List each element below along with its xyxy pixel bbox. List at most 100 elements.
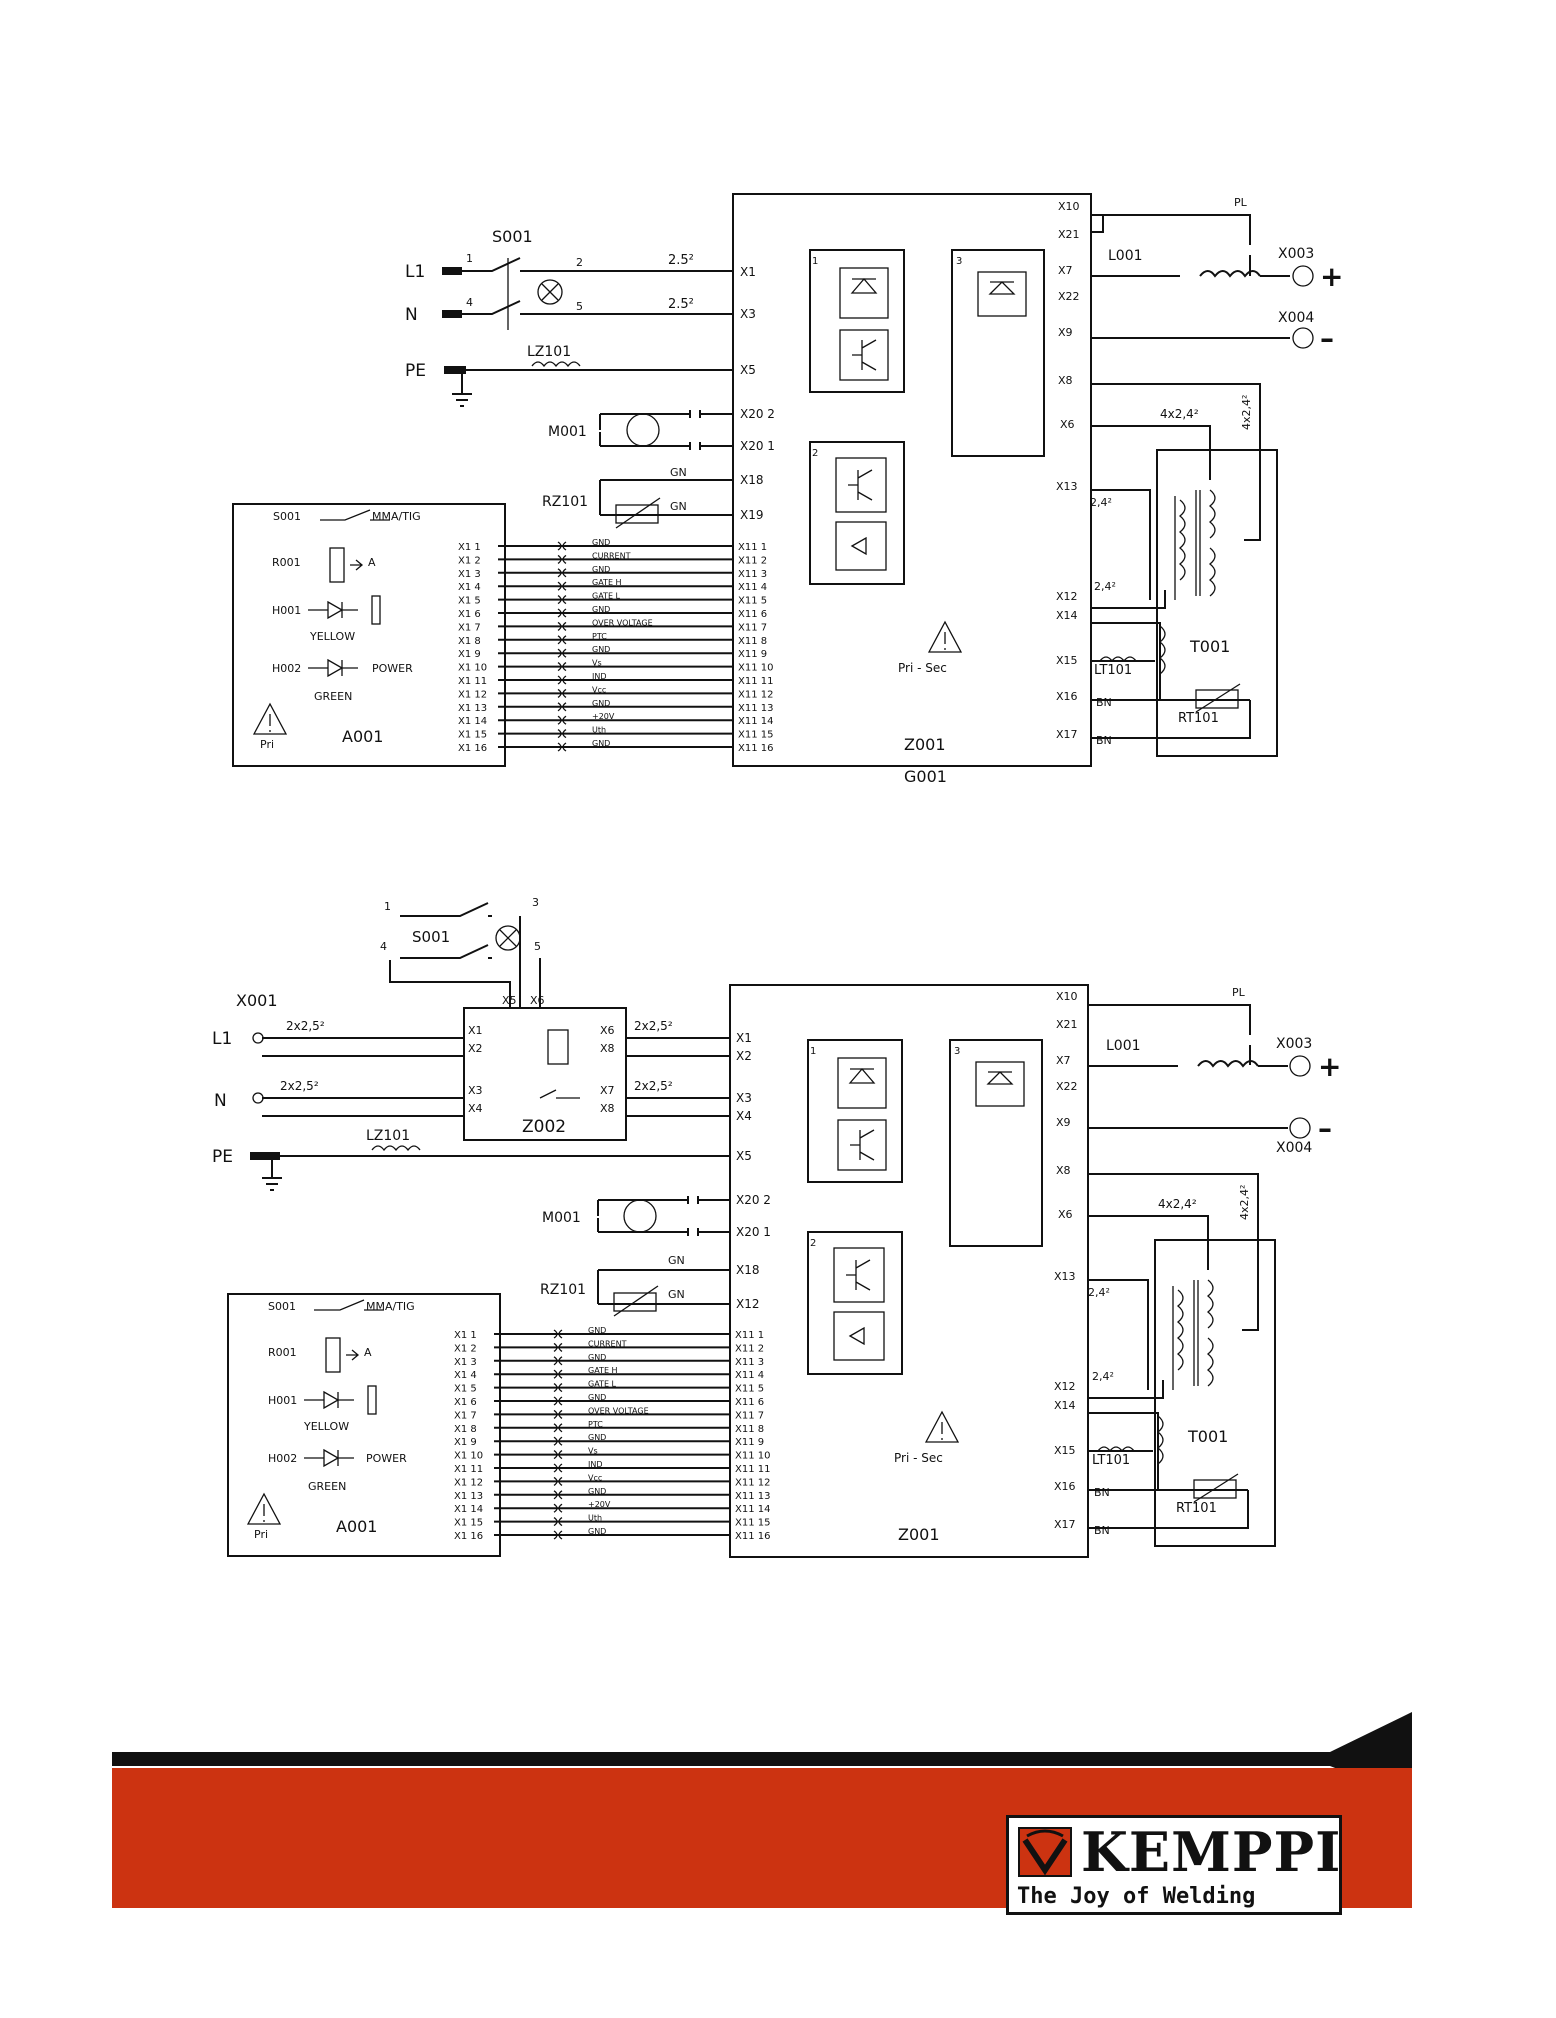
terminal-label: X17 — [1054, 1518, 1076, 1531]
switch-term: 2 — [576, 256, 583, 269]
connector-a-terminal: X1 14 — [454, 1504, 483, 1515]
cable-size-label: 4x2,4² — [1158, 1197, 1197, 1211]
switch-term: 1 — [384, 900, 391, 913]
panel-a001-label: A001 — [336, 1517, 377, 1536]
bus-connector — [557, 702, 567, 712]
terminal-label: X7 — [1058, 264, 1073, 277]
lt101-label: LT101 — [1092, 1453, 1130, 1468]
relay-board-z002 — [463, 1007, 627, 1141]
choke-l001-label: L001 — [1106, 1038, 1141, 1054]
bus-connector — [557, 568, 567, 578]
block-number: 1 — [810, 1046, 816, 1057]
transformer-box — [1156, 449, 1278, 757]
signal-name: PTC — [588, 1420, 603, 1429]
terminal-label: X3 — [736, 1091, 752, 1105]
panel-pot-label: R001 — [272, 556, 301, 569]
relay-term: X7 — [600, 1084, 615, 1097]
connector-a-terminal: X1 12 — [458, 689, 487, 700]
connector-a-terminal: X1 2 — [458, 555, 481, 566]
control-panel-box — [227, 1293, 501, 1557]
connector-a-terminal: X1 4 — [458, 582, 481, 593]
signal-name: IND — [592, 672, 607, 681]
panel-yellow-label: YELLOW — [303, 1420, 349, 1433]
signal-name: Vs — [592, 659, 602, 668]
connector-a-terminal: X1 2 — [454, 1343, 477, 1354]
block-2 — [807, 1231, 903, 1375]
connector-z-terminal: X11 8 — [735, 1424, 764, 1435]
bus-connector — [557, 688, 567, 698]
connector-a-terminal: X1 8 — [454, 1424, 477, 1435]
block-1 — [807, 1039, 903, 1183]
connector-a-terminal: X1 6 — [458, 609, 481, 620]
pl-label: PL — [1232, 986, 1246, 999]
relay-term: X2 — [468, 1042, 483, 1055]
bn-label: BN — [1096, 734, 1112, 747]
signal-name: GND — [592, 645, 610, 654]
brand-name: KEMPPI — [1081, 1820, 1342, 1884]
switch-term: 5 — [576, 300, 583, 313]
signal-name: GATE H — [592, 578, 622, 587]
connector-z-terminal: X11 15 — [738, 730, 773, 741]
bus-connector — [557, 541, 567, 551]
connector-z-terminal: X11 8 — [738, 636, 767, 647]
terminal-label: X14 — [1056, 609, 1078, 622]
bus-connector — [557, 581, 567, 591]
gn-label: GN — [668, 1254, 685, 1267]
bn-label: BN — [1096, 696, 1112, 709]
signal-name: PTC — [592, 632, 607, 641]
block-number: 2 — [812, 448, 818, 459]
brand-slogan: The Joy of Welding — [1017, 1884, 1256, 1909]
signal-name: GND — [592, 605, 610, 614]
bus-connector — [553, 1356, 563, 1366]
switch-label: S001 — [492, 227, 533, 246]
signal-name: GND — [588, 1433, 606, 1442]
gn-label: GN — [670, 500, 687, 513]
switch-term: 4 — [466, 296, 473, 309]
cable-size-vertical-label: 4x2,4² — [1240, 395, 1253, 430]
signal-name: GND — [588, 1393, 606, 1402]
bus-connector — [553, 1383, 563, 1393]
panel-h002-label: H002 — [272, 662, 301, 675]
g001-label: G001 — [904, 767, 947, 786]
panel-power-label: POWER — [366, 1452, 407, 1465]
panel-pot-label: R001 — [268, 1346, 297, 1359]
terminal-label: X20 2 — [736, 1193, 771, 1207]
connector-z-terminal: X11 2 — [738, 555, 767, 566]
terminal-label: X10 — [1058, 200, 1080, 213]
connector-a-terminal: X1 10 — [454, 1451, 483, 1462]
panel-power-label: POWER — [372, 662, 413, 675]
terminal-label: X20 2 — [740, 407, 775, 421]
connector-a-terminal: X1 6 — [454, 1397, 477, 1408]
connector-a-terminal: X1 7 — [454, 1410, 477, 1421]
panel-pri-label: Pri — [254, 1528, 268, 1541]
signal-name: GND — [592, 565, 610, 574]
connector-z-terminal: X11 16 — [738, 743, 773, 754]
bus-connector — [557, 675, 567, 685]
bus-connector — [557, 648, 567, 658]
connector-z-terminal: X11 13 — [738, 703, 773, 714]
z001-label: Z001 — [898, 1525, 940, 1544]
cable-size-label: 4x2,4² — [1160, 407, 1199, 421]
mains-n-label: N — [214, 1091, 227, 1111]
terminal-label: X22 — [1056, 1080, 1078, 1093]
mains-l1-label: L1 — [212, 1029, 232, 1049]
signal-name: Vs — [588, 1447, 598, 1456]
output-x003-label: X003 — [1276, 1036, 1312, 1052]
bus-connector — [553, 1409, 563, 1419]
bus-connector — [557, 595, 567, 605]
connector-z-terminal: X11 9 — [738, 649, 767, 660]
lt101-label: LT101 — [1094, 663, 1132, 678]
kemppi-emblem-icon — [1018, 1827, 1072, 1877]
signal-name: Uth — [588, 1514, 602, 1523]
terminal-label: X4 — [736, 1109, 752, 1123]
connector-a-terminal: X1 8 — [458, 636, 481, 647]
signal-name: +20V — [592, 712, 615, 721]
panel-green-label: GREEN — [308, 1480, 346, 1493]
z001-label: Z001 — [904, 735, 946, 754]
panel-pri-label: Pri — [260, 738, 274, 751]
connector-z-terminal: X11 3 — [738, 569, 767, 580]
wire-size-label: 2x2,5² — [286, 1019, 325, 1033]
bus-connector — [557, 608, 567, 618]
switch-label: S001 — [412, 928, 450, 946]
output-x004-label: X004 — [1278, 310, 1314, 326]
